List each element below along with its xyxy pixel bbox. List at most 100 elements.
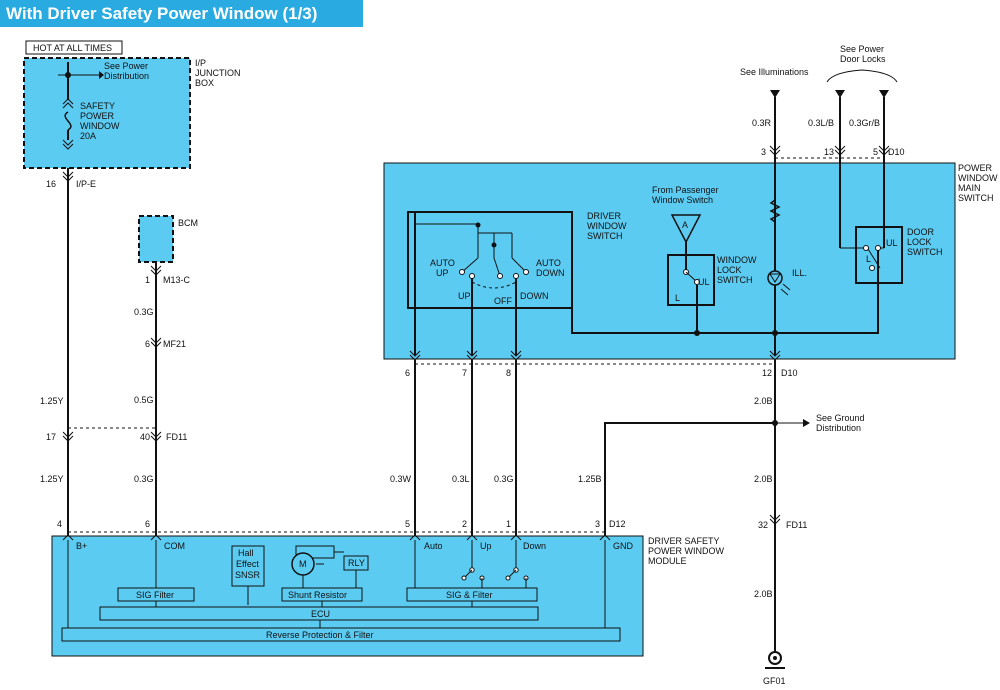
wire-0-3g-b: 0.3G (134, 474, 154, 484)
module-name-1: DRIVER SAFETY (648, 536, 720, 546)
mod-auto: Auto (424, 541, 443, 551)
mod-pin-4: 4 (57, 519, 62, 529)
wire-1-25y-b: 1.25Y (40, 474, 64, 484)
mod-pin-1: 1 (506, 519, 511, 529)
door-lock-l: L (866, 254, 871, 264)
relay-label: RLY (348, 558, 365, 568)
wire-0-3g-c: 0.3G (494, 474, 514, 484)
junction-name-2: JUNCTION (195, 68, 241, 78)
see-ground-2: Distribution (816, 423, 861, 433)
ecu-box (99, 606, 539, 621)
junction-see-power-1: See Power (104, 61, 148, 71)
bot-pin-8: 8 (506, 368, 511, 378)
svg-text:16: 16 (46, 179, 56, 189)
mod-down: Down (523, 541, 546, 551)
window-lock-l: L (675, 293, 680, 303)
door-lock-name-1: DOOR (907, 227, 935, 237)
window-lock-name-1: WINDOW (717, 255, 757, 265)
see-power-door-1: See Power (840, 44, 884, 54)
driver-switch-name-1: DRIVER (587, 211, 622, 221)
bcm-label: BCM (178, 218, 198, 228)
wire-1-25b: 1.25B (578, 474, 602, 484)
main-switch-box (383, 162, 956, 360)
wire-2-0b-b: 2.0B (754, 474, 773, 484)
fuse-icon (64, 111, 72, 131)
sw-off: OFF (494, 296, 512, 306)
mod-gnd: GND (613, 541, 634, 551)
wire-0-3grb: 0.3Gr/B (849, 118, 880, 128)
bot-pin-6: 6 (405, 368, 410, 378)
mod-conn-d12: D12 (609, 519, 626, 529)
bcm-box (138, 215, 174, 263)
sig-filter: SIG Filter (136, 590, 174, 600)
wire-0-3l: 0.3L (452, 474, 470, 484)
window-lock-ul: UL (698, 277, 710, 287)
mod-pin-3: 3 (595, 519, 600, 529)
main-switch-name-3: MAIN (958, 183, 981, 193)
page-title: With Driver Safety Power Window (1/3) (0, 0, 363, 27)
mod-com: COM (164, 541, 185, 551)
top-conn-d10: D10 (888, 147, 905, 157)
mod-pin-5: 5 (405, 519, 410, 529)
wire-0-3lb: 0.3L/B (808, 118, 834, 128)
auto-up-2: UP (436, 268, 449, 278)
passenger-a: A (682, 220, 688, 230)
bcm-connector: M13-C (163, 275, 191, 285)
junction-box (23, 57, 191, 169)
fuse-label-1: SAFETY (80, 101, 115, 111)
wire-2-0b-a: 2.0B (754, 396, 773, 406)
auto-down-2: DOWN (536, 268, 565, 278)
junction-name-1: I/P (195, 58, 206, 68)
fuse-label-3: WINDOW (80, 121, 120, 131)
driver-switch-name-3: SWITCH (587, 231, 623, 241)
sw-up: UP (458, 291, 471, 301)
driver-window-switch-box (407, 211, 573, 309)
fuse-label-2: POWER (80, 111, 115, 121)
motor-label: M (299, 559, 307, 569)
from-passenger-1: From Passenger (652, 185, 719, 195)
window-lock-switch-box (667, 254, 715, 306)
see-illuminations: See Illuminations (740, 67, 809, 77)
see-ground-1: See Ground (816, 413, 865, 423)
hall-1: Hall (238, 548, 254, 558)
mod-up: Up (480, 541, 492, 551)
sig-and-filter: SIG & Filter (446, 590, 493, 600)
top-pin-5: 5 (873, 147, 878, 157)
bcm-pin: 1 (145, 275, 150, 285)
mod-pin-6: 6 (145, 519, 150, 529)
wire-0-5g: 0.5G (134, 395, 154, 405)
ecu-label: ECU (311, 609, 330, 619)
mf21-pin: 6 (145, 339, 150, 349)
reverse-box (61, 627, 621, 642)
auto-up-1: AUTO (430, 258, 455, 268)
hall-3: SNSR (235, 570, 261, 580)
bot-pin-12: 12 (762, 368, 772, 378)
door-lock-ul: UL (886, 238, 898, 248)
window-lock-name-2: LOCK (717, 265, 742, 275)
driver-switch-name-2: WINDOW (587, 221, 627, 231)
hot-label-box (25, 40, 123, 55)
hot-label: HOT AT ALL TIMES (33, 43, 112, 53)
door-lock-name-2: LOCK (907, 237, 932, 247)
wire-0-3g-a: 0.3G (134, 307, 154, 317)
conn-40: 40 (140, 432, 150, 442)
from-passenger-2: Window Switch (652, 195, 713, 205)
passenger-connector-icon (670, 214, 702, 244)
module-name-3: MODULE (648, 556, 687, 566)
fd11-left: FD11 (166, 432, 187, 442)
see-power-door-2: Door Locks (840, 54, 886, 64)
junction-splice (65, 72, 71, 78)
ipe-connector: I/P-E (76, 179, 96, 189)
window-lock-name-3: SWITCH (717, 275, 753, 285)
wire-2-0b-c: 2.0B (754, 589, 773, 599)
ill-label: ILL. (792, 268, 807, 278)
shunt-label: Shunt Resistor (288, 590, 347, 600)
bot-conn-d10: D10 (781, 368, 798, 378)
sw-down: DOWN (520, 291, 549, 301)
ground-icon (768, 651, 782, 665)
main-switch-name-2: WINDOW (958, 173, 998, 183)
mod-pin-2: 2 (462, 519, 467, 529)
fd11-right: FD11 (786, 520, 807, 530)
mod-bplus: B+ (76, 541, 87, 551)
